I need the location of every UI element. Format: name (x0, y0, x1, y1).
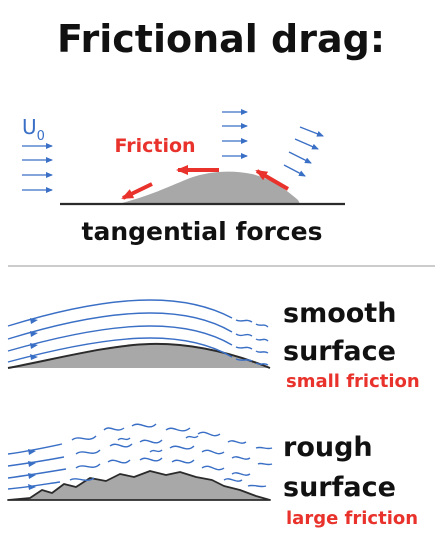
rough-label-line2: surface (283, 472, 396, 503)
rough-friction-note: large friction (286, 508, 418, 529)
smooth-surface-line (7, 342, 271, 369)
smooth-streamlines (7, 299, 269, 366)
top-panel: U0 Friction (22, 109, 345, 246)
incoming-flow-arrows (22, 143, 53, 193)
diagram-title: Frictional drag: (57, 17, 385, 61)
upper-flow-arrows (222, 109, 248, 159)
hill-shape (118, 171, 300, 204)
smooth-label-line2: surface (283, 336, 396, 367)
rough-panel: rough surface large friction (7, 423, 418, 529)
smooth-panel: smooth surface small friction (7, 298, 420, 392)
rough-streamlines (7, 423, 273, 490)
smooth-label-line1: smooth (283, 298, 396, 329)
deflected-flow-arrows (283, 126, 324, 177)
rough-label-line1: rough (283, 432, 373, 463)
friction-arrows (121, 165, 290, 200)
smooth-friction-note: small friction (286, 371, 420, 392)
velocity-label: U0 (22, 115, 45, 144)
top-panel-caption: tangential forces (82, 217, 323, 246)
friction-label: Friction (114, 135, 195, 157)
rough-hill (7, 470, 271, 501)
smooth-hill (8, 343, 270, 368)
